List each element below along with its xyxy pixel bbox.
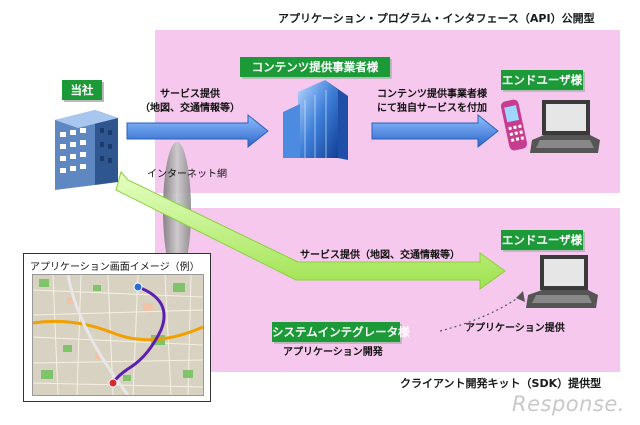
service-provision-detail-label: （地図、交通情報等） [140,103,240,114]
company-label-box: 当社 [62,80,102,100]
end-user-bottom-label-box: エンドユーザ様 [501,230,583,250]
value-add-label-line2: にて独自サービスを付加 [377,103,487,114]
response-logo: Response. [512,392,625,416]
map-illustration [33,275,203,395]
laptop-icon-top [530,100,600,153]
app-screen-image-title: アプリケーション画面イメージ（例） [30,262,200,273]
content-provider-label-box: コンテンツ提供事業者様 [240,57,390,77]
laptop-icon-bottom [526,255,598,308]
arrow-company-to-enduser-sdk [115,170,506,290]
map-image [32,274,204,396]
value-add-label-line1: コンテンツ提供事業者様 [377,89,487,100]
app-screen-image-frame: アプリケーション画面イメージ（例） [23,253,211,402]
api-type-title: アプリケーション・プログラム・インタフェース（API）公開型 [278,12,595,25]
internet-label: インターネット網 [147,169,227,180]
app-provision-label: アプリケーション提供 [465,323,565,334]
provider-skyscraper-icon [283,80,348,160]
mobile-phone-icon [500,99,528,151]
company-building-icon [55,110,118,190]
end-user-top-label-box: エンドユーザ様 [501,70,583,90]
system-integrator-label-box: システムインテグレータ様 [272,322,410,342]
app-development-label: アプリケーション開発 [283,347,383,358]
arrow-company-to-provider [126,113,269,149]
sdk-type-title: クライアント開発キット（SDK）提供型 [400,377,602,390]
arrow-provider-to-enduser [371,113,499,149]
service-provision-sdk-label: サービス提供（地図、交通情報等） [300,250,460,261]
service-provision-label: サービス提供 [160,89,220,100]
arrow-integrator-to-enduser [439,291,525,332]
